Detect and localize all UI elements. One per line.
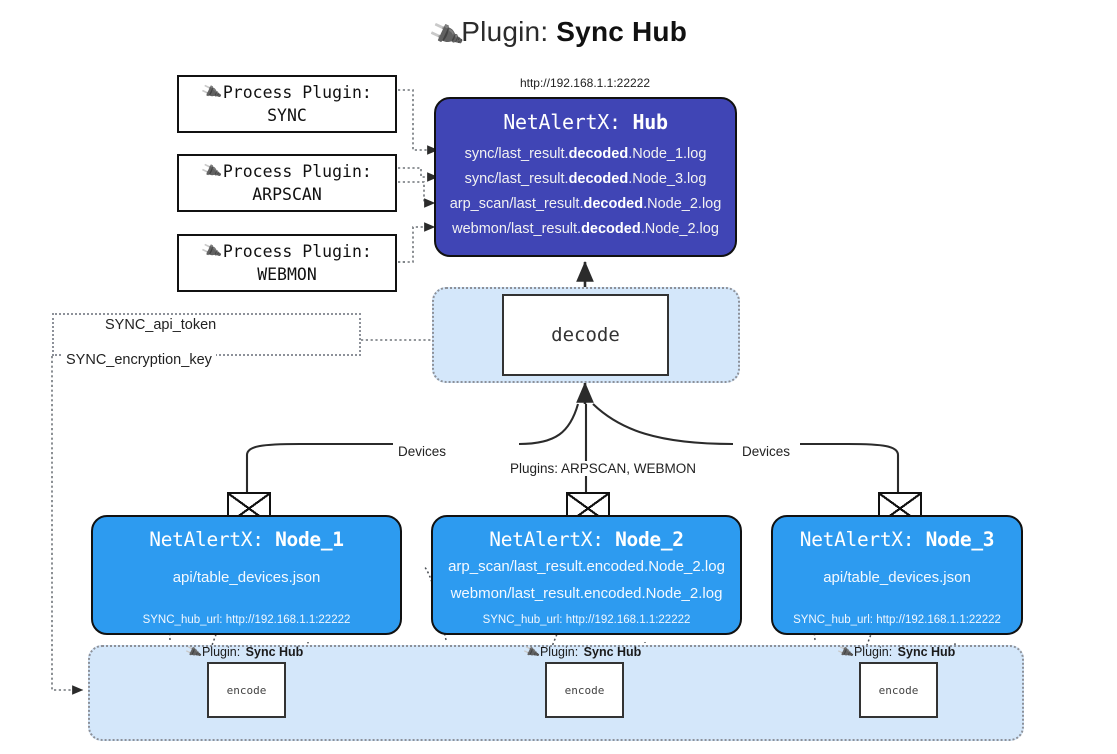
encode-caption-value: Sync Hub	[245, 645, 304, 659]
process-plugin-box-webmon[interactable]: 🔌Process Plugin: WEBMON	[177, 234, 397, 292]
node-title-name: Node_3	[925, 528, 995, 551]
encode-caption-label: Plugin:	[539, 645, 579, 659]
hub-row-mid: decoded	[583, 196, 644, 212]
encode-caption: 🔌Plugin: Sync Hub	[184, 642, 304, 662]
hub-row-post: .Node_1.log	[628, 146, 707, 162]
plug-icon: 🔌	[836, 642, 855, 662]
node-line: api/table_devices.json	[172, 569, 321, 586]
process-plugin-box-sync[interactable]: 🔌Process Plugin: SYNC	[177, 75, 397, 133]
node-line: api/table_devices.json	[823, 569, 971, 586]
node-hub-url: SYNC_hub_url: http://192.168.1.1:22222	[793, 614, 1001, 626]
encode-caption: 🔌Plugin: Sync Hub	[836, 642, 956, 662]
node-title: NetAlertX: Node_2	[433, 528, 740, 551]
page-title-label: Plugin:	[461, 16, 549, 47]
hub-row-mid: decoded	[568, 146, 629, 162]
node-title: NetAlertX: Node_1	[93, 528, 400, 551]
edge-label-plugins: Plugins: ARPSCAN, WEBMON	[505, 461, 702, 476]
encode-caption-value: Sync Hub	[583, 645, 642, 659]
node-box-node-3[interactable]: NetAlertX: Node_3 api/table_devices.json…	[771, 515, 1023, 635]
node-line: webmon/last_result.encoded.Node_2.log	[450, 585, 723, 602]
plug-icon: 🔌	[184, 642, 203, 662]
hub-box[interactable]: NetAlertX: Hub sync/last_result.decoded.…	[434, 97, 737, 257]
hub-row-pre: sync/last_result.	[464, 171, 569, 187]
encode-caption: 🔌Plugin: Sync Hub	[522, 642, 642, 662]
plug-icon: 🔌	[522, 642, 541, 662]
edge-label-devices-right: Devices	[737, 444, 796, 459]
encode-caption-label: Plugin:	[201, 645, 241, 659]
node-hub-url: SYNC_hub_url: http://192.168.1.1:22222	[142, 614, 351, 626]
node-title-prefix: NetAlertX:	[489, 528, 604, 551]
encode-box[interactable]: encode	[859, 662, 938, 718]
process-plugin-box-arpscan[interactable]: 🔌Process Plugin: ARPSCAN	[177, 154, 397, 212]
hub-row-list: sync/last_result.decoded.Node_1.log sync…	[436, 142, 735, 242]
decode-box[interactable]: decode	[502, 294, 669, 376]
process-plugin-name: WEBMON	[257, 265, 317, 284]
plug-icon: 🔌	[199, 239, 224, 263]
hub-title-prefix: NetAlertX:	[503, 110, 621, 134]
hub-row-pre: webmon/last_result.	[452, 221, 582, 237]
hub-title: NetAlertX: Hub	[436, 110, 735, 134]
encode-box[interactable]: encode	[545, 662, 624, 718]
page-title-value: Sync Hub	[556, 16, 688, 47]
hub-row: webmon/last_result.decoded.Node_2.log	[436, 217, 735, 242]
hub-row: arp_scan/last_result.decoded.Node_2.log	[436, 192, 735, 217]
node-title-name: Node_1	[275, 528, 344, 551]
hub-row: sync/last_result.decoded.Node_1.log	[436, 142, 735, 167]
plug-icon: 🔌	[199, 80, 224, 104]
plug-icon: 🔌	[199, 159, 224, 183]
node-title-prefix: NetAlertX:	[799, 528, 915, 551]
encode-caption-value: Sync Hub	[897, 645, 956, 659]
hub-row: sync/last_result.decoded.Node_3.log	[436, 167, 735, 192]
hub-title-name: Hub	[632, 110, 668, 134]
sync-encryption-key-label: SYNC_encryption_key	[62, 352, 216, 368]
sync-api-token-label: SYNC_api_token	[101, 317, 221, 333]
node-line: arp_scan/last_result.encoded.Node_2.log	[448, 558, 725, 575]
node-line-list: arp_scan/last_result.encoded.Node_2.log …	[433, 553, 740, 607]
node-box-node-1[interactable]: NetAlertX: Node_1 api/table_devices.json…	[91, 515, 402, 635]
process-plugin-label: Process Plugin:	[222, 162, 372, 181]
encode-caption-label: Plugin:	[853, 645, 893, 659]
process-plugin-label: Process Plugin:	[222, 242, 372, 261]
hub-row-pre: arp_scan/last_result.	[449, 196, 584, 212]
node-title-name: Node_2	[615, 528, 684, 551]
process-plugin-name: SYNC	[267, 106, 307, 125]
edge-label-devices-left: Devices	[393, 444, 452, 459]
hub-row-pre: sync/last_result.	[464, 146, 569, 162]
hub-row-post: .Node_2.log	[640, 221, 719, 237]
hub-row-mid: decoded	[568, 171, 629, 187]
node-box-node-2[interactable]: NetAlertX: Node_2 arp_scan/last_result.e…	[431, 515, 742, 635]
page-title: 🔌Plugin: Sync Hub	[0, 16, 1117, 53]
node-hub-url: SYNC_hub_url: http://192.168.1.1:22222	[482, 614, 691, 626]
hub-url: http://192.168.1.1:22222	[519, 76, 651, 90]
hub-row-mid: decoded	[581, 221, 641, 237]
hub-row-post: .Node_3.log	[628, 171, 707, 187]
process-plugin-name: ARPSCAN	[252, 185, 322, 204]
node-title: NetAlertX: Node_3	[773, 528, 1021, 551]
encode-box[interactable]: encode	[207, 662, 286, 718]
node-title-prefix: NetAlertX:	[149, 528, 264, 551]
hub-row-post: .Node_2.log	[643, 196, 722, 212]
process-plugin-label: Process Plugin:	[222, 83, 372, 102]
